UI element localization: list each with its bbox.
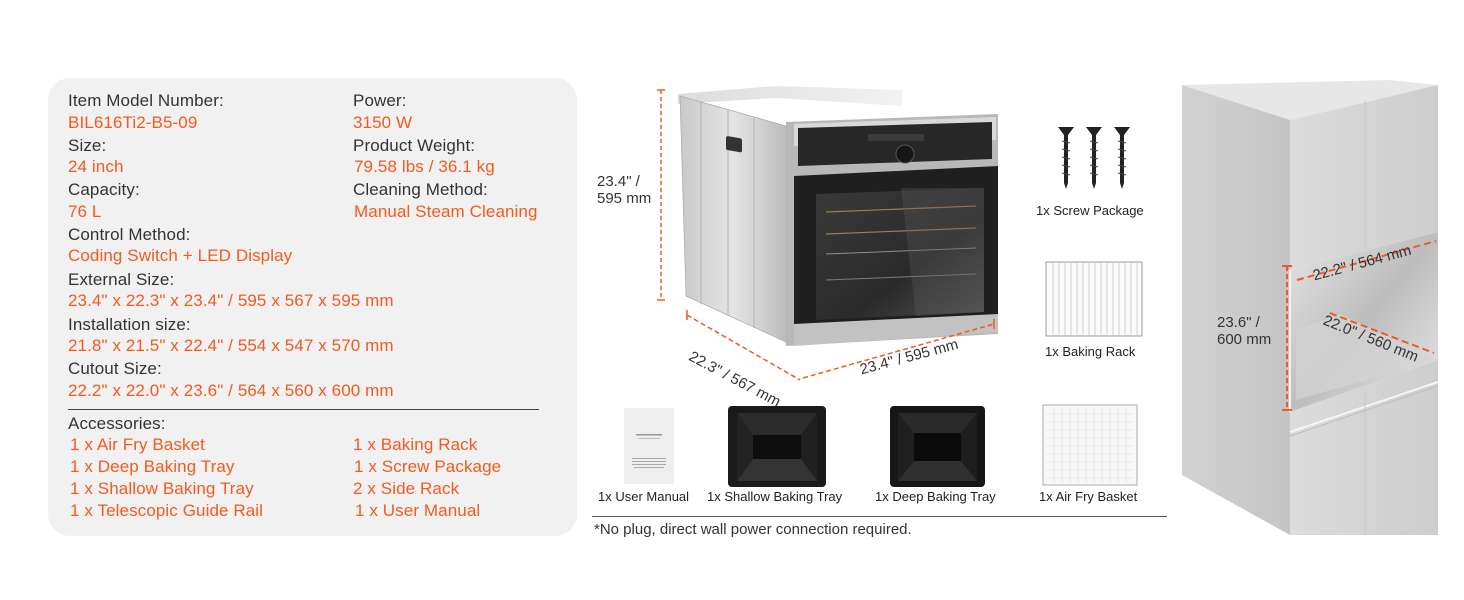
user-manual-caption: 1x User Manual: [598, 489, 690, 504]
spec-label-power: Power:: [353, 91, 407, 110]
spec-label-external: External Size:: [68, 270, 175, 289]
accessory-item: 1 x User Manual: [355, 501, 481, 520]
spec-label-cutout: Cutout Size:: [68, 359, 162, 378]
spec-value-cutout: 22.2" x 22.0" x 23.6" / 564 x 560 x 600 …: [68, 381, 394, 400]
air-fry-basket-caption: 1x Air Fry Basket: [1039, 489, 1138, 504]
baking-rack-caption: 1x Baking Rack: [1045, 344, 1136, 359]
oven-height-line1: 23.4" /: [597, 173, 640, 190]
screw-package-caption: 1x Screw Package: [1036, 203, 1144, 218]
spec-value-size: 24 inch: [68, 157, 124, 176]
deep-tray-caption: 1x Deep Baking Tray: [875, 489, 996, 504]
accessory-item: 1 x Telescopic Guide Rail: [70, 501, 264, 520]
accessories-label: Accessories:: [68, 414, 166, 433]
spec-value-weight: 79.58 lbs / 36.1 kg: [354, 157, 495, 176]
cabinet-height-line1: 23.6" /: [1217, 314, 1260, 331]
baking-rack-image: [1045, 261, 1143, 337]
spec-value-installation: 21.8" x 21.5" x 22.4" / 554 x 547 x 570 …: [68, 336, 394, 355]
spec-label-size: Size:: [68, 136, 107, 155]
accessory-item: 1 x Screw Package: [354, 457, 502, 476]
power-note: *No plug, direct wall power connection r…: [594, 521, 912, 538]
spec-label-cleaning: Cleaning Method:: [353, 180, 488, 199]
oven-illustration: [678, 86, 998, 346]
spec-divider: [68, 409, 539, 410]
spec-value-power: 3150 W: [353, 113, 413, 132]
oven-height-line2: 595 mm: [597, 190, 652, 207]
deep-tray-image: [890, 406, 985, 487]
oven-dimension-lines: [657, 89, 995, 381]
shallow-tray-image: [728, 406, 826, 487]
user-manual-image: [624, 408, 674, 484]
spec-label-weight: Product Weight:: [353, 136, 476, 155]
accessory-item: 2 x Side Rack: [353, 479, 460, 498]
air-fry-basket-image: [1042, 404, 1138, 486]
screw-package-image: [1058, 127, 1130, 189]
accessory-item: 1 x Air Fry Basket: [70, 435, 206, 454]
spec-label-capacity: Capacity:: [68, 180, 140, 199]
spec-value-cleaning: Manual Steam Cleaning: [354, 202, 538, 221]
cabinet-height-line2: 600 mm: [1217, 331, 1272, 348]
cabinet-illustration: [1182, 80, 1439, 535]
accessory-item: 1 x Baking Rack: [353, 435, 478, 454]
spec-label-installation: Installation size:: [68, 315, 191, 334]
accessory-item: 1 x Shallow Baking Tray: [70, 479, 254, 498]
spec-value-capacity: 76 L: [68, 202, 102, 221]
spec-value-model: BIL616Ti2-B5-09: [68, 113, 198, 132]
note-divider: [592, 516, 1167, 517]
spec-card: Item Model Number: BIL616Ti2-B5-09 Size:…: [48, 78, 577, 536]
spec-label-control: Control Method:: [68, 225, 191, 244]
spec-value-control: Coding Switch + LED Display: [68, 246, 293, 265]
shallow-tray-caption: 1x Shallow Baking Tray: [707, 489, 843, 504]
accessory-item: 1 x Deep Baking Tray: [70, 457, 235, 476]
spec-label-model: Item Model Number:: [68, 91, 224, 110]
spec-value-external: 23.4" x 22.3" x 23.4" / 595 x 567 x 595 …: [68, 291, 394, 310]
